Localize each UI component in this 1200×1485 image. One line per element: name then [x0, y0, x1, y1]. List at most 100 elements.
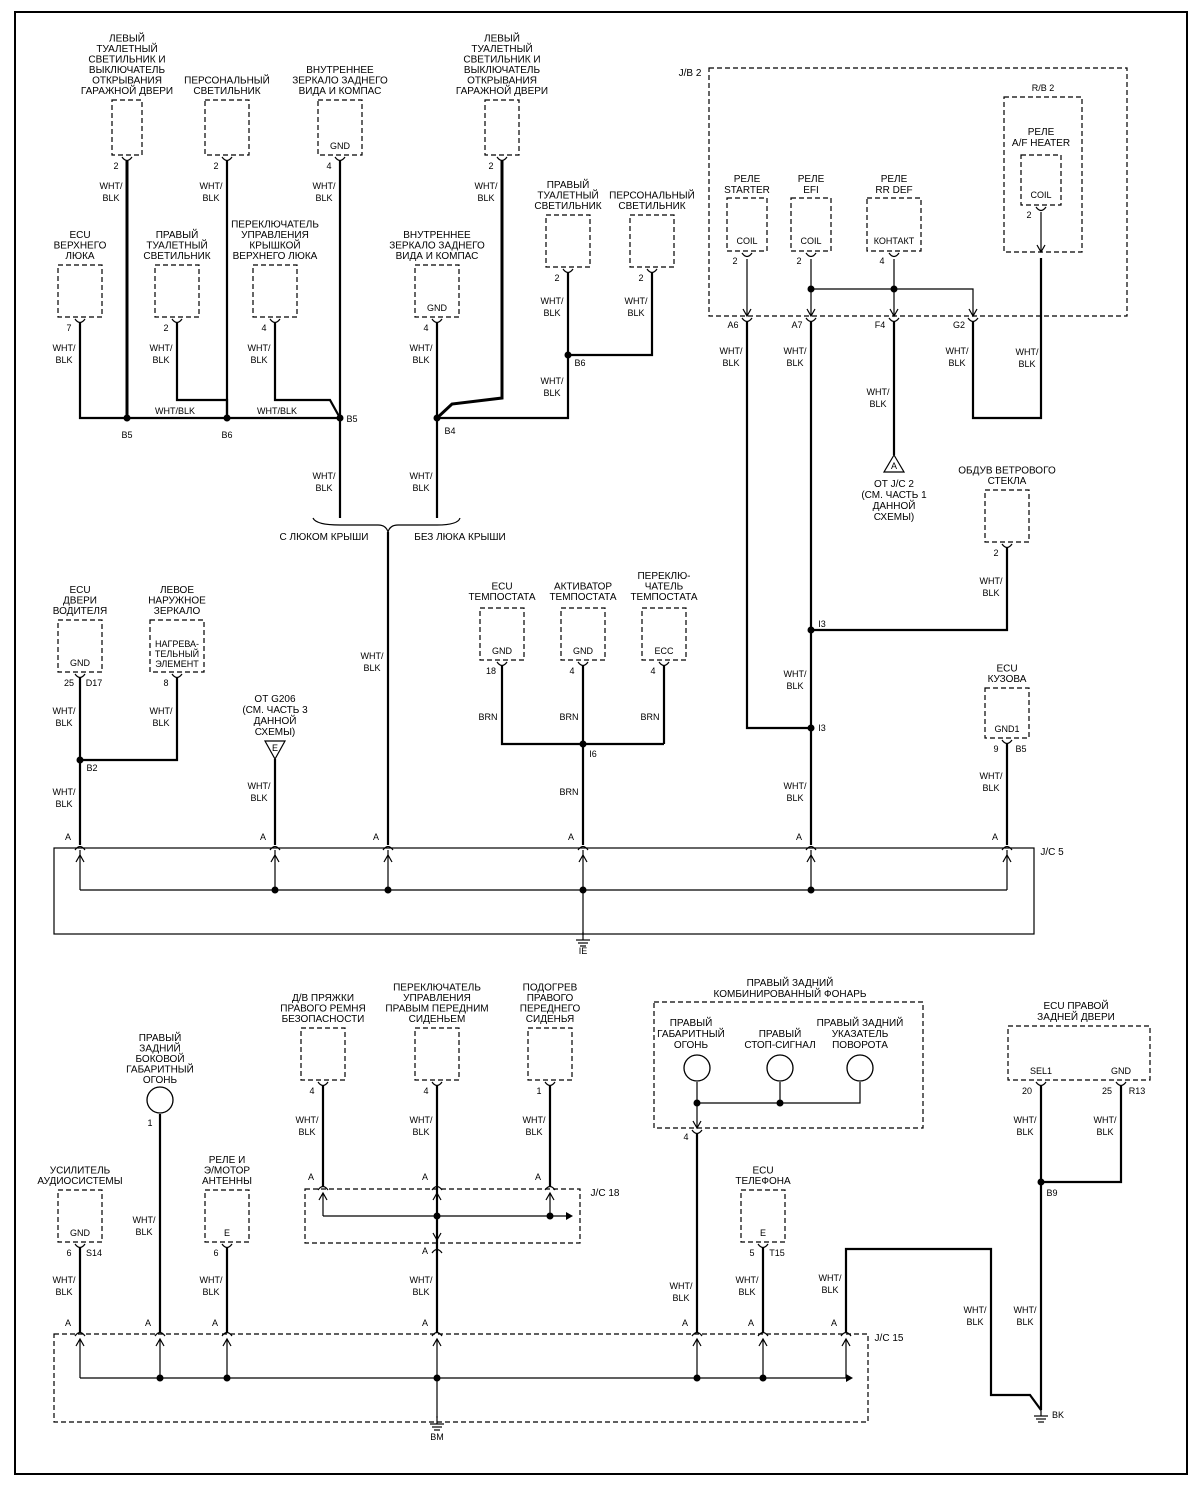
wire: [435, 161, 504, 420]
wire-color-label: WHT/: [867, 387, 890, 397]
component-label: АКТИВАТОР: [554, 582, 612, 593]
wire-color-label: WHT/BLK: [155, 406, 195, 416]
component-label: ЛЕВОЕ: [160, 585, 194, 596]
pin-terminal: [496, 661, 508, 667]
component-label: ПЕРЕКЛЮЧАТЕЛЬ: [231, 220, 319, 231]
wire-color-label: WHT/: [720, 346, 743, 356]
component-box: [984, 687, 1030, 739]
splice-label: B5: [346, 414, 357, 424]
component-inner-label: НАГРЕВА-: [155, 639, 199, 649]
pin-terminal: [334, 156, 346, 162]
splice-label: I6: [589, 749, 597, 759]
component-label: СИДЕНЬЕМ: [409, 1014, 466, 1025]
relay-inner-label: КОНТАКТ: [874, 236, 915, 246]
pin-terminal: [1115, 1081, 1127, 1087]
wire-color-label: WHT/: [625, 296, 648, 306]
pin-number: 7: [66, 323, 71, 333]
pin-number: 4: [326, 161, 331, 171]
arrow: [889, 308, 899, 318]
component-label: ЛЮКА: [65, 251, 94, 262]
connector-label: A6: [727, 320, 738, 330]
pin-number: 2: [554, 273, 559, 283]
wire-color-label: WHT/: [980, 576, 1003, 586]
wire-color-label: WHT/: [523, 1115, 546, 1125]
connector-label: A: [65, 832, 71, 842]
offpage-description: ДАННОЙ: [873, 499, 916, 512]
arrow: [806, 853, 816, 863]
wire-color-label: BLK: [412, 355, 429, 365]
connector-label: G2: [953, 320, 965, 330]
pin-number: 20: [1022, 1086, 1032, 1096]
component-label: СВЕТИЛЬНИК: [534, 201, 601, 212]
connector-terminal: [431, 1185, 443, 1191]
component-label: ECU: [996, 664, 1017, 675]
wire-color-label: BLK: [786, 681, 803, 691]
wire-color-label: BLK: [966, 1317, 983, 1327]
relay-box: [866, 197, 922, 252]
wire-color-label: BLK: [298, 1127, 315, 1137]
wire-color-label: BLK: [786, 358, 803, 368]
component-box: [629, 214, 675, 268]
wire-color-label: BLK: [135, 1227, 152, 1237]
splice-dot: [123, 414, 131, 422]
wire-color-label: WHT/: [53, 787, 76, 797]
component-box: [57, 264, 103, 318]
wire-color-label: WHT/: [296, 1115, 319, 1125]
wire-color-label: WHT/: [150, 706, 173, 716]
component-inner-label: ЭЛЕМЕНТ: [155, 659, 199, 669]
wire: [745, 322, 811, 730]
wire-color-label: BLK: [315, 483, 332, 493]
lamp-label: ПРАВЫЙ ЗАДНИЙ: [817, 1016, 904, 1029]
ground-label: IE: [579, 946, 588, 956]
component-label: ЗЕРКАЛО ЗАДНЕГО: [292, 76, 388, 87]
component-label: ТУАЛЕТНЫЙ: [471, 42, 532, 55]
connector-terminal: [805, 317, 817, 323]
pin-number: 1: [536, 1086, 541, 1096]
component-label: УПРАВЛЕНИЯ: [403, 993, 471, 1004]
pin-number: 2: [638, 273, 643, 283]
lamp-label: ПРАВЫЙ: [759, 1027, 802, 1040]
component-label: ОБДУВ ВЕТРОВОГО: [958, 466, 1056, 477]
arrow: [968, 308, 978, 318]
connector-terminal: [74, 1331, 86, 1337]
wire-color-label: BLK: [722, 358, 739, 368]
wire-color-label: BLK: [315, 193, 332, 203]
component-label: БОКОВОЙ: [135, 1052, 184, 1065]
component-box: [204, 99, 250, 156]
offpage-description: СХЕМЫ): [255, 727, 296, 738]
connector-label: A: [308, 1172, 314, 1182]
wire-color-label: WHT/: [946, 346, 969, 356]
connector-terminal: [691, 1331, 703, 1337]
component-label: СВЕТИЛЬНИК: [193, 86, 260, 97]
relay-inner-label: COIL: [1030, 190, 1051, 200]
offpage-label: E: [272, 743, 278, 753]
component-label: КРЫШКОЙ: [249, 239, 300, 252]
wire-color-label: WHT/: [361, 651, 384, 661]
component-label: БЕЗОПАСНОСТИ: [282, 1014, 365, 1025]
component-label: ЗЕРКАЛО ЗАДНЕГО: [389, 241, 485, 252]
pin-number: 6: [66, 1248, 71, 1258]
offpage-description: СХЕМЫ): [874, 512, 915, 523]
pin-number: 2: [732, 256, 737, 266]
relay-label: РЕЛЕ: [1028, 127, 1055, 138]
component-label: Э/МОТОР: [204, 1166, 251, 1177]
arrow: [1002, 853, 1012, 863]
component-box: [484, 99, 520, 156]
pin-terminal: [805, 252, 817, 258]
component-inner-label: E: [224, 1228, 230, 1238]
connector-terminal: [317, 1185, 329, 1191]
pin-terminal: [496, 156, 508, 162]
pin-terminal: [317, 1081, 329, 1087]
component-label: ПЕРЕДНЕГО: [520, 1004, 581, 1015]
junction-block-jb2: [708, 67, 1128, 317]
wire-color-label: WHT/: [541, 296, 564, 306]
wire-color-label: WHT/: [410, 343, 433, 353]
connector-label: A: [796, 832, 802, 842]
component-label: ТЕМПОСТАТА: [549, 592, 616, 603]
component-label: ПРАВОГО РЕМНЯ: [280, 1004, 366, 1015]
splice-dot: [223, 414, 231, 422]
pin-terminal: [1001, 739, 1013, 745]
arrow: [846, 1374, 853, 1382]
